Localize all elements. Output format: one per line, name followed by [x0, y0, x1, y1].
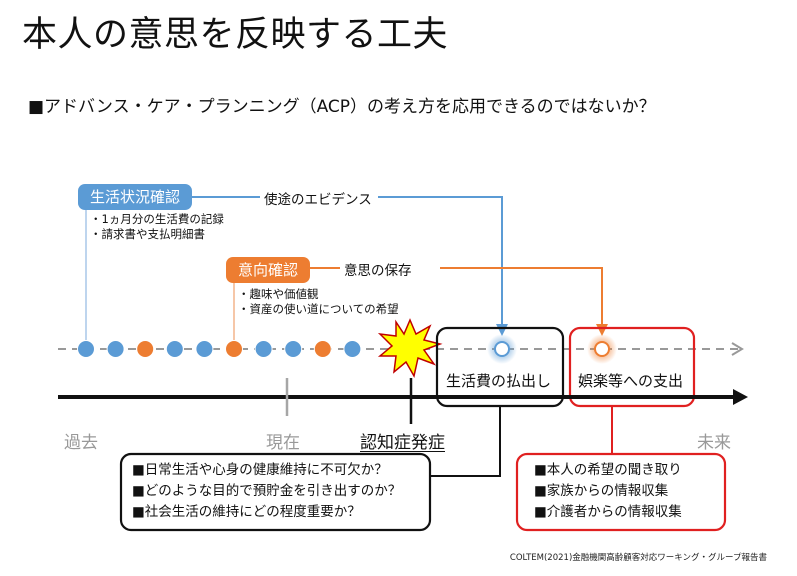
- questions-list: ■日常生活や心身の健康維持に不可欠か？ ■どのような目的で預貯金を引き出すのか？…: [132, 460, 401, 523]
- timeline-past-label: 過去: [64, 433, 98, 453]
- timeline-dot: [284, 340, 303, 358]
- living-expense-label: 生活費の払出し: [446, 372, 552, 390]
- evidence-arrow-tail: [378, 196, 503, 332]
- life-check-note: ・1ヵ月分の生活費の記録: [90, 212, 224, 226]
- timeline-future-label: 未来: [697, 433, 731, 453]
- timeline-dot: [343, 340, 362, 358]
- questions-connector: [430, 406, 501, 477]
- timeline-now-label: 現在: [266, 433, 300, 453]
- timeline-dot: [195, 340, 214, 358]
- main-timeline-arrowhead: [733, 389, 748, 405]
- life-check-notes: ・1ヵ月分の生活費の記録 ・請求書や支払明細書: [90, 212, 224, 242]
- dementia-onset-burst-icon: [377, 318, 443, 379]
- living-expense-marker: [494, 341, 510, 357]
- question-item: ■どのような目的で預貯金を引き出すのか？: [132, 483, 402, 499]
- entertainment-label: 娯楽等への支出: [578, 372, 684, 390]
- intent-check-badge: 意向確認: [226, 257, 310, 283]
- timeline-dot: [225, 340, 243, 358]
- preserve-arrow-label: 意思の保存: [344, 263, 412, 279]
- timeline-dot: [136, 340, 155, 358]
- timeline-dot: [313, 340, 332, 358]
- entertainment-marker: [594, 341, 610, 357]
- dashed-timeline-arrowhead: [731, 342, 744, 356]
- timeline-dot: [77, 340, 95, 358]
- info-list: ■本人の希望の聞き取り ■家族からの情報収集 ■介護者からの情報収集: [534, 460, 682, 523]
- timeline-dot: [165, 340, 184, 358]
- source-credit: COLTEM(2021)金融機関高齢顧客対応ワーキング・グループ報告書: [509, 553, 767, 563]
- life-check-note: ・請求書や支払明細書: [90, 227, 205, 241]
- page-subtitle: ■アドバンス・ケア・プランニング（ACP）の考え方を応用できるのではないか？: [28, 97, 656, 117]
- entertainment-box: [568, 326, 696, 408]
- preserve-arrow-tail: [440, 267, 603, 332]
- timeline-dot: [254, 340, 273, 358]
- evidence-arrow-label: 使途のエビデンス: [264, 192, 372, 208]
- info-box: [515, 452, 727, 532]
- questions-box: [119, 452, 432, 532]
- info-item: ■家族からの情報収集: [534, 483, 669, 499]
- question-item: ■日常生活や心身の健康維持に不可欠か？: [132, 462, 388, 478]
- info-item: ■本人の希望の聞き取り: [534, 462, 682, 478]
- timeline-dementia-label: 認知症発症: [360, 433, 445, 453]
- timeline-dot: [106, 340, 125, 358]
- intent-check-note: ・趣味や価値観: [238, 287, 319, 301]
- life-check-badge: 生活状況確認: [78, 184, 192, 210]
- info-item: ■介護者からの情報収集: [534, 504, 682, 520]
- page-title: 本人の意思を反映する工夫: [22, 15, 449, 55]
- intent-check-notes: ・趣味や価値観 ・資産の使い道についての希望: [238, 287, 399, 317]
- intent-check-note: ・資産の使い道についての希望: [238, 302, 399, 316]
- timeline-dots: [77, 340, 362, 358]
- question-item: ■社会生活の維持にどの程度重要か？: [132, 504, 361, 520]
